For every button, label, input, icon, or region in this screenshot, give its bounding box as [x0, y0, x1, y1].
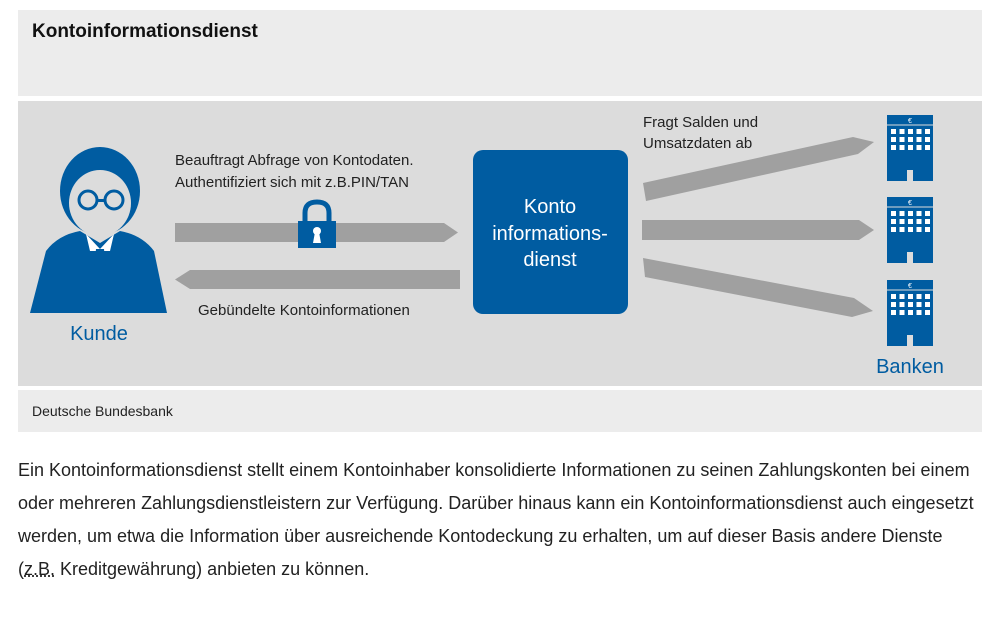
- diagram: Kunde Beauftragt Abfrage von Kontodaten.…: [18, 101, 982, 386]
- query-arrow-bank-2: [642, 220, 874, 240]
- bank-building-icon: €: [887, 280, 933, 346]
- service-box: [473, 150, 628, 314]
- response-label: Gebündelte Kontoinformationen: [198, 302, 410, 319]
- query-arrow-bank-3: [643, 258, 873, 317]
- header-box: Kontoinformationsdienst: [18, 10, 982, 96]
- image-source: Deutsche Bundesbank: [32, 403, 173, 419]
- service-label-line3: dienst: [523, 249, 577, 271]
- request-text-line1: Beauftragt Abfrage von Kontodaten.: [175, 152, 414, 169]
- response-arrow: [175, 270, 460, 289]
- caption-box: Deutsche Bundesbank: [18, 390, 982, 432]
- paragraph-text: Ein Kontoinformationsdienst stellt einem…: [18, 460, 974, 579]
- service-label-line2: informations-: [492, 223, 608, 245]
- query-text-line2: Umsatzdaten ab: [643, 135, 752, 152]
- customer-label: Kunde: [70, 323, 128, 345]
- paragraph-text-end: Kreditgewährung) anbieten zu können.: [55, 559, 370, 579]
- banks-label: Banken: [876, 356, 944, 378]
- request-text-line2: Authentifiziert sich mit z.B.PIN/TAN: [175, 174, 409, 191]
- abbr-link[interactable]: z.B.: [24, 559, 56, 579]
- description-paragraph: Ein Kontoinformationsdienst stellt einem…: [18, 454, 978, 586]
- customer-icon: [30, 147, 167, 313]
- page-title: Kontoinformationsdienst: [32, 21, 258, 42]
- lock-icon: [298, 199, 336, 248]
- bank-building-icon: €: [887, 115, 933, 181]
- euro-symbol: €: [908, 118, 912, 125]
- query-arrow-bank-1: [643, 137, 874, 201]
- bank-building-icon: €: [887, 197, 933, 263]
- euro-symbol: €: [908, 200, 912, 207]
- service-label-line1: Konto: [524, 196, 576, 218]
- euro-symbol: €: [908, 283, 912, 290]
- query-text-line1: Fragt Salden und: [643, 114, 758, 131]
